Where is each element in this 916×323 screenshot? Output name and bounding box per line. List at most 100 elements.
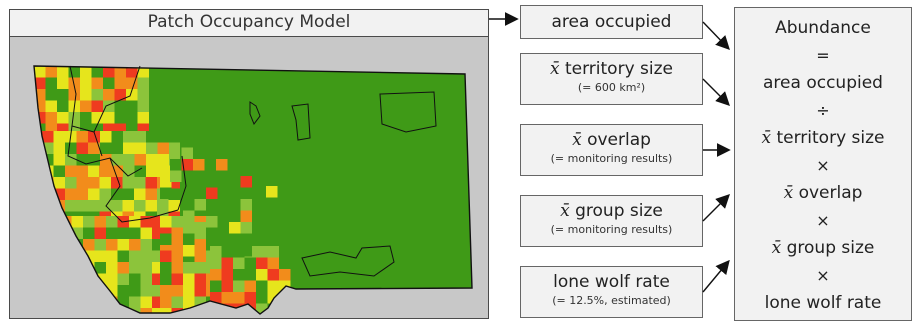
occupancy-cell bbox=[171, 273, 183, 285]
occupancy-cell bbox=[88, 142, 100, 154]
occupancy-cell bbox=[160, 296, 172, 308]
occupancy-cell bbox=[80, 112, 92, 124]
occupancy-cell bbox=[145, 177, 157, 189]
occupancy-cell bbox=[68, 112, 80, 124]
occupancy-cell bbox=[171, 296, 183, 308]
occupancy-cell bbox=[117, 285, 129, 297]
occupancy-cell bbox=[45, 89, 57, 101]
occupancy-cell bbox=[152, 216, 164, 228]
occupancy-cell bbox=[152, 239, 164, 251]
occupancy-cell bbox=[65, 188, 77, 200]
occupancy-cell bbox=[117, 273, 129, 285]
formula-group-size: x̄ group size bbox=[735, 234, 911, 262]
occupancy-cell bbox=[171, 216, 183, 228]
occupancy-cell bbox=[183, 273, 195, 285]
formula-lone-wolf-rate: lone wolf rate bbox=[764, 293, 882, 313]
occupancy-cell bbox=[152, 308, 164, 314]
occupancy-cell bbox=[99, 188, 111, 200]
occupancy-cell bbox=[57, 123, 69, 135]
occupancy-cell bbox=[94, 262, 106, 274]
occupancy-cell bbox=[91, 112, 103, 124]
arrow-territory-to-result bbox=[702, 78, 730, 106]
occupancy-cell bbox=[204, 147, 216, 159]
occupancy-cell bbox=[240, 187, 252, 199]
occupancy-cell bbox=[126, 123, 138, 135]
occupancy-cell bbox=[45, 112, 57, 124]
occupancy-cell bbox=[129, 273, 141, 285]
occupancy-cell bbox=[160, 216, 172, 228]
occupancy-cell bbox=[134, 142, 146, 154]
occupancy-cell bbox=[140, 262, 152, 274]
occupancy-cell bbox=[256, 257, 268, 269]
occupancy-cell bbox=[111, 177, 123, 189]
occupancy-cell bbox=[240, 210, 252, 222]
occupancy-cell bbox=[152, 273, 164, 285]
lone-wolf-box: lone wolf rate (= 12.5%, estimated) bbox=[520, 266, 703, 318]
occupancy-cell bbox=[126, 66, 138, 78]
occupancy-cell bbox=[194, 199, 206, 211]
occupancy-cell bbox=[157, 131, 169, 143]
occupancy-cell bbox=[183, 262, 195, 274]
occupancy-cell bbox=[279, 280, 291, 292]
territory-size-label: territory size bbox=[564, 59, 673, 79]
occupancy-cell bbox=[114, 89, 126, 101]
occupancy-cell bbox=[267, 257, 279, 269]
formula-overlap-label: overlap bbox=[798, 183, 863, 203]
occupancy-cell bbox=[129, 296, 141, 308]
occupancy-cell bbox=[123, 142, 135, 154]
occupancy-cell bbox=[134, 165, 146, 177]
abundance-box: Abundance = area occupied ÷ x̄ territory… bbox=[734, 7, 912, 321]
occupancy-cell bbox=[229, 176, 241, 188]
occupancy-cell bbox=[217, 233, 229, 245]
occupancy-cell bbox=[256, 246, 268, 258]
occupancy-cell bbox=[94, 239, 106, 251]
occupancy-cell bbox=[233, 292, 245, 304]
occupancy-cell bbox=[88, 131, 100, 143]
occupancy-cell bbox=[267, 292, 279, 304]
occupancy-cell bbox=[117, 227, 129, 239]
occupancy-cell bbox=[267, 280, 279, 292]
formula-overlap: x̄ overlap bbox=[735, 179, 911, 207]
occupancy-cell bbox=[160, 227, 172, 239]
occupancy-cell bbox=[194, 285, 206, 297]
occupancy-cell bbox=[68, 123, 80, 135]
region-boundaries bbox=[67, 65, 437, 277]
occupancy-cell bbox=[53, 142, 65, 154]
occupancy-cell bbox=[53, 188, 65, 200]
occupancy-cell bbox=[114, 112, 126, 124]
occupancy-cell bbox=[171, 262, 183, 274]
occupancy-cell bbox=[94, 250, 106, 262]
occupancy-cell bbox=[266, 186, 278, 198]
occupancy-cell bbox=[76, 142, 88, 154]
occupancy-cell bbox=[76, 165, 88, 177]
occupancy-cell bbox=[140, 308, 152, 314]
occupancy-cell bbox=[68, 89, 80, 101]
occupancy-cell bbox=[137, 66, 149, 78]
occupancy-cell bbox=[114, 77, 126, 89]
occupancy-cell bbox=[168, 177, 180, 189]
group-size-text: x̄ group size bbox=[521, 200, 702, 222]
occupancy-cell bbox=[157, 200, 169, 212]
formula-area-occupied: area occupied bbox=[763, 73, 883, 93]
occupancy-cell bbox=[279, 269, 291, 281]
occupancy-cell bbox=[256, 292, 268, 304]
occupancy-cell bbox=[183, 285, 195, 297]
occupancy-cell bbox=[53, 165, 65, 177]
occupancy-cell bbox=[80, 100, 92, 112]
occupancy-cell bbox=[83, 216, 95, 228]
occupancy-cell bbox=[65, 177, 77, 189]
occupancy-cell bbox=[146, 165, 158, 177]
occupancy-cell bbox=[146, 142, 158, 154]
occupancy-cell bbox=[34, 89, 46, 101]
panel-title: Patch Occupancy Model bbox=[10, 10, 488, 37]
xbar-symbol: x̄ bbox=[549, 59, 560, 79]
occupancy-cell bbox=[160, 176, 172, 188]
occupancy-cell bbox=[111, 200, 123, 212]
occupancy-cell bbox=[240, 199, 252, 211]
occupancy-cell bbox=[160, 233, 172, 245]
occupancy-cell bbox=[122, 188, 134, 200]
occupancy-cell bbox=[65, 200, 77, 212]
territory-size-note: (= 600 km²) bbox=[577, 81, 646, 94]
occupancy-cell bbox=[103, 66, 115, 78]
occupancy-cell bbox=[88, 177, 100, 189]
